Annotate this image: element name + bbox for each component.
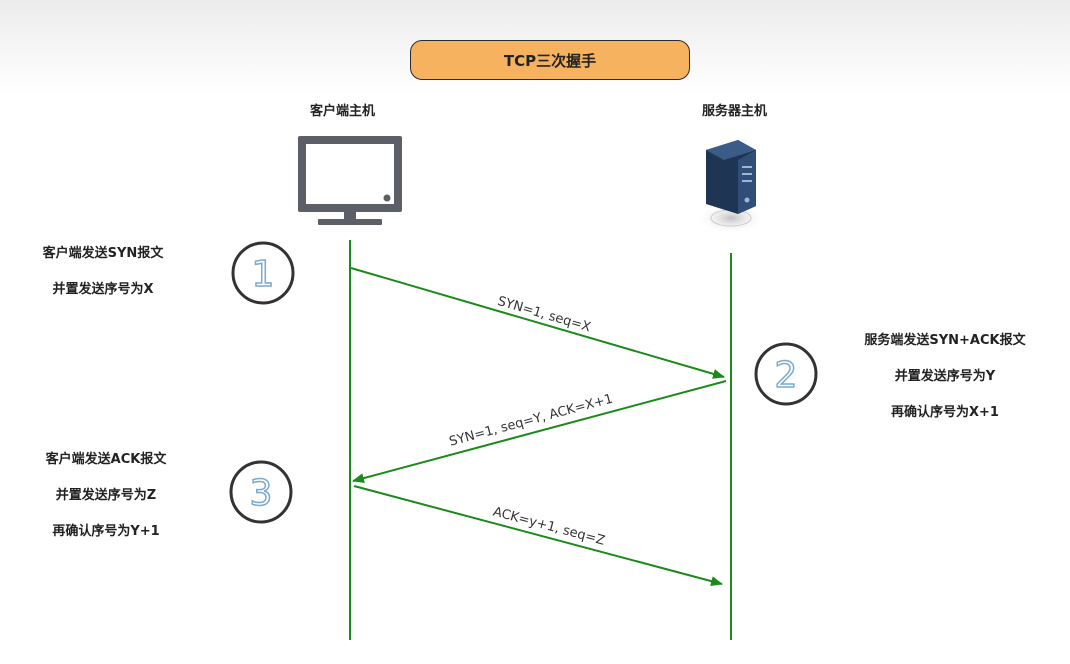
ack-arrow (353, 485, 723, 587)
syn-arrow (350, 267, 725, 379)
step-3-line-2: 并置发送序号为Z (55, 488, 157, 503)
diagram-title: TCP三次握手 (410, 40, 690, 80)
step-2-note: 服务端发送SYN+ACK报文 并置发送序号为Y 再确认序号为X+1 (855, 323, 1035, 431)
client-host-label: 客户端主机 (310, 104, 376, 119)
server-host-label: 服务器主机 (702, 104, 768, 119)
step-1-note: 客户端发送SYN报文 并置发送序号为X (28, 236, 178, 308)
monitor-icon (298, 136, 402, 225)
step-2-badge: 2 (754, 342, 818, 406)
step-3-badge: 3 (229, 460, 293, 524)
step-2-line-3: 再确认序号为X+1 (891, 405, 999, 420)
step-2-line-1: 服务端发送SYN+ACK报文 (864, 333, 1026, 348)
step-3-line-1: 客户端发送ACK报文 (45, 452, 167, 467)
step-3-number: 3 (250, 473, 273, 514)
step-2-line-2: 并置发送序号为Y (894, 369, 996, 384)
step-1-badge: 1 (231, 241, 295, 305)
step-3-line-3: 再确认序号为Y+1 (52, 524, 160, 539)
step-1-line-2: 并置发送序号为X (52, 282, 154, 297)
syn-ack-message-label: SYN=1, seq=Y, ACK=X+1 (448, 392, 615, 450)
syn-ack-arrow (352, 380, 727, 483)
step-1-line-1: 客户端发送SYN报文 (42, 246, 164, 261)
step-2-number: 2 (775, 355, 798, 396)
step-3-note: 客户端发送ACK报文 并置发送序号为Z 再确认序号为Y+1 (30, 442, 182, 550)
step-1-number: 1 (252, 254, 275, 295)
server-icon (697, 140, 765, 234)
